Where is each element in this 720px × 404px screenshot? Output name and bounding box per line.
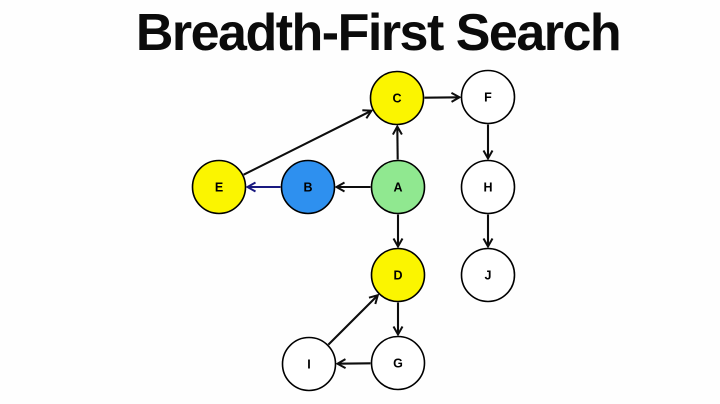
edge-E-C <box>243 109 374 176</box>
node-label-F: F <box>484 91 492 105</box>
node-label-E: E <box>215 181 223 195</box>
node-A <box>370 159 426 215</box>
node-label-J: J <box>485 269 492 283</box>
node-D <box>370 247 426 303</box>
node-label-I: I <box>307 358 310 372</box>
node-I <box>281 336 337 392</box>
node-label-G: G <box>393 357 403 371</box>
node-label-B: B <box>303 181 312 195</box>
edge-I-D <box>327 293 380 346</box>
node-B <box>280 159 336 215</box>
node-label-D: D <box>393 269 402 283</box>
node-label-H: H <box>483 181 492 195</box>
node-C <box>369 70 425 126</box>
page-title: Breadth-First Search <box>135 4 622 62</box>
node-F <box>460 69 516 125</box>
node-label-A: A <box>393 181 402 195</box>
node-label-C: C <box>392 92 401 106</box>
node-J <box>460 247 516 303</box>
node-E <box>191 159 247 215</box>
node-G <box>370 335 426 391</box>
node-H <box>460 159 516 215</box>
